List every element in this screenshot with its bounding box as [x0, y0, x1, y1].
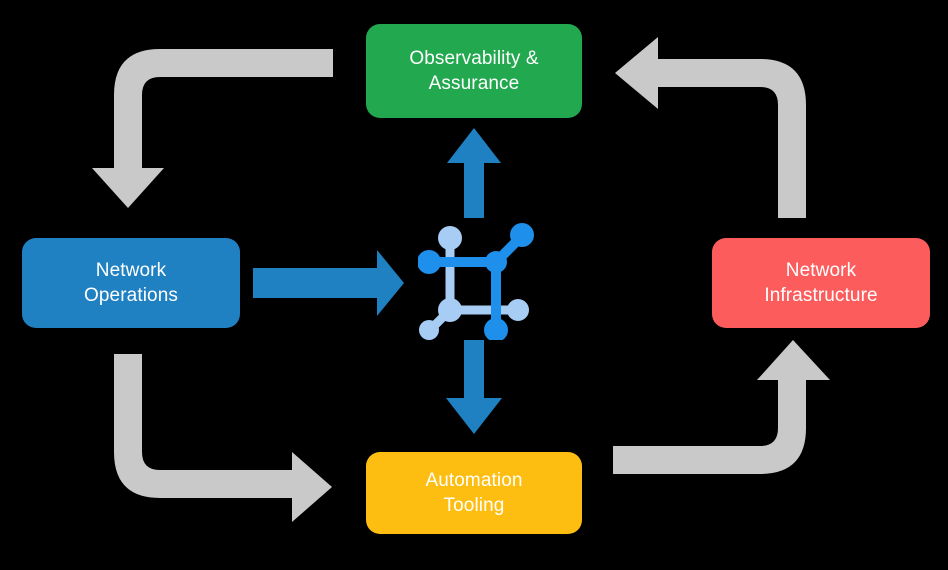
arrow-observability-to-operations: [92, 49, 333, 208]
node-network-operations[interactable]: Network Operations: [22, 238, 240, 328]
node-label-infrastructure: Network Infrastructure: [764, 259, 878, 306]
arrow-center-to-observability: [447, 128, 501, 218]
node-label-automation: Automation Tooling: [425, 469, 523, 516]
arrow-operations-to-center: [253, 250, 404, 316]
arrow-operations-to-automation: [114, 354, 332, 522]
arrow-automation-to-infrastructure: [613, 340, 830, 474]
arrow-infrastructure-to-observability: [615, 37, 806, 218]
node-label-operations: Network Operations: [84, 259, 178, 306]
node-automation-tooling[interactable]: Automation Tooling: [366, 452, 582, 534]
arrow-center-to-automation: [446, 340, 502, 434]
node-network-infrastructure[interactable]: Network Infrastructure: [712, 238, 930, 328]
network-topology-icon: [418, 223, 534, 340]
node-observability-and-assurance[interactable]: Observability & Assurance: [366, 24, 582, 118]
node-label-observability: Observability & Assurance: [409, 47, 539, 94]
